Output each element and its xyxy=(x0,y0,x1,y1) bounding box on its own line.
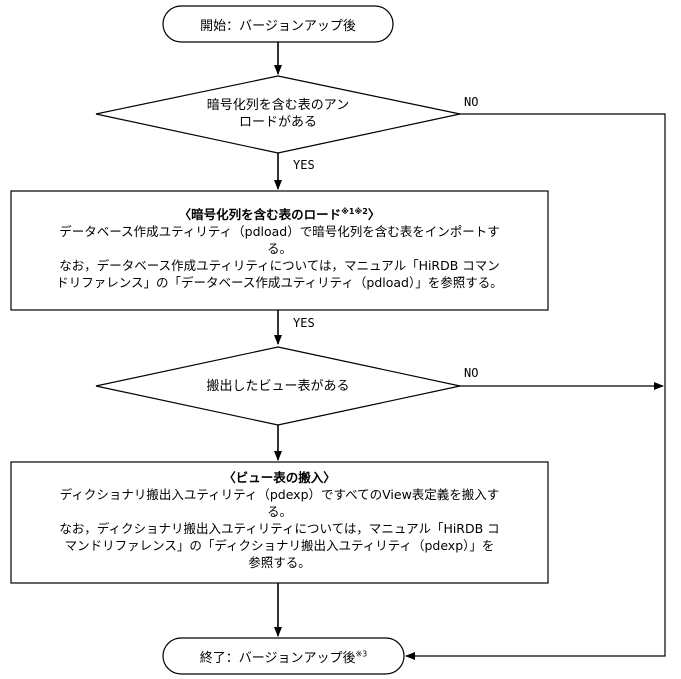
decision1-text: 暗号化列を含む表のアン ロードがある xyxy=(130,97,426,131)
end-terminal xyxy=(162,637,405,675)
process1-line3: なお，データベース作成ユティリティについては，マニュアル「HiRDB コマン xyxy=(59,258,500,273)
process2-text: 〈ビュー表の搬入〉 ディクショナリ搬出入ユティリティ（pdexp）ですべてのVi… xyxy=(12,469,547,571)
decision1-no-label: NO xyxy=(464,95,479,109)
flow-decision1-no xyxy=(460,113,666,382)
end-label: 終了：バージョンアップ後※3 xyxy=(199,649,368,666)
decision1-yes-label: YES xyxy=(293,158,315,172)
process2-line5: 参照する。 xyxy=(248,555,311,570)
decision1-line2: ロードがある xyxy=(238,115,317,130)
process1-box xyxy=(10,190,549,311)
process1-line2: る。 xyxy=(266,241,292,256)
process1-title: 〈暗号化列を含む表のロード※1※2〉 xyxy=(178,206,381,222)
process2-line1: ディクショナリ搬出入ユティリティ（pdexp）ですべてのView表定義を搬入す xyxy=(59,487,500,502)
process1-line4: ドリファレンス」の「データベース作成ユティリティ（pdload）」を参照する。 xyxy=(56,275,503,290)
process2-line3: なお，ディクショナリ搬出入ユティリティについては，マニュアル「HiRDB コ xyxy=(59,521,500,536)
process1-text: 〈暗号化列を含む表のロード※1※2〉 データベース作成ユティリティ（pdload… xyxy=(12,206,547,291)
flow-no-to-end xyxy=(405,382,666,660)
process2-line2: る。 xyxy=(266,504,292,519)
process2-title: 〈ビュー表の搬入〉 xyxy=(223,470,336,485)
decision2-no-label: NO xyxy=(464,366,479,380)
decision2-text: 搬出したビュー表がある xyxy=(206,379,350,394)
connector1-yes-label: YES xyxy=(293,316,315,330)
process1-line1: データベース作成ユティリティ（pdload）で暗号化列を含む表をインポートす xyxy=(59,224,500,239)
process2-line4: マンドリファレンス」の「ディクショナリ搬出入ユティリティ（pdexp）」を xyxy=(64,538,495,553)
start-label: 開始：バージョンアップ後 xyxy=(200,19,356,34)
decision1-line1: 暗号化列を含む表のアン xyxy=(206,98,350,113)
process2-box xyxy=(10,461,549,584)
